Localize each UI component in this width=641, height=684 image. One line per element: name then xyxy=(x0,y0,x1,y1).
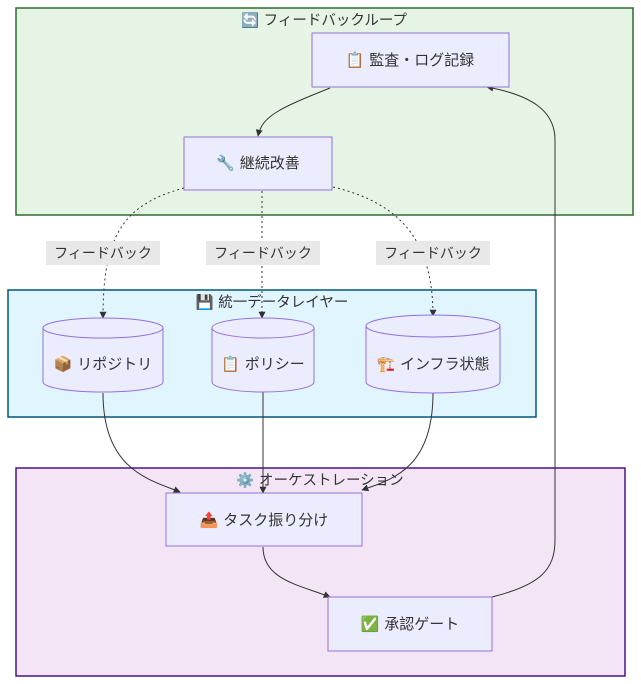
node-audit-log-label: 📋 監査・ログ記録 xyxy=(346,51,474,69)
edge-dispatch-to-approval xyxy=(262,546,331,598)
node-policy-label: 📋 ポリシー xyxy=(221,355,304,373)
node-audit-log[interactable]: 📋 監査・ログ記録 xyxy=(311,32,510,88)
node-task-dispatch[interactable]: 📤 タスク振り分け xyxy=(165,492,363,547)
edge-approval-to-audit xyxy=(486,84,556,598)
node-continuous-improvement-label: 🔧 継続改善 xyxy=(216,153,299,172)
node-repository[interactable]: 📦 リポジトリ xyxy=(42,317,164,393)
edge-audit-to-improve xyxy=(255,87,331,137)
edge-infra-to-dispatch xyxy=(361,392,434,492)
edge-label-to-repo-text: フィードバック xyxy=(54,246,152,262)
edges xyxy=(99,84,556,598)
node-infra-state[interactable]: 🏗️ インフラ状態 xyxy=(365,314,501,394)
node-continuous-improvement[interactable]: 🔧 継続改善 xyxy=(183,136,333,191)
edge-label-to-infra-text: フィードバック xyxy=(384,246,482,262)
edge-label-to-infra: フィードバック xyxy=(376,241,490,265)
edge-label-to-repo: フィードバック xyxy=(46,241,160,265)
cluster-feedback-loop-title: 🔄 フィードバックループ xyxy=(241,11,408,29)
node-infra-state-label: 🏗️ インフラ状態 xyxy=(377,355,490,373)
cluster-unified-data-layer-title: 💾 統一データレイヤー xyxy=(196,293,349,311)
edge-improve-to-repo xyxy=(99,187,185,319)
node-repository-label: 📦 リポジトリ xyxy=(54,355,152,373)
node-task-dispatch-label: 📤 タスク振り分け xyxy=(200,511,328,529)
edge-label-to-policy-text: フィードバック xyxy=(214,246,312,262)
cluster-orchestration-title: ⚙️ オーケストレーション xyxy=(236,471,403,489)
node-approval-gate-label: ✅ 承認ゲート xyxy=(361,615,459,633)
node-policy[interactable]: 📋 ポリシー xyxy=(211,317,315,393)
edge-repo-to-dispatch xyxy=(102,392,181,493)
edge-label-to-policy: フィードバック xyxy=(206,241,320,265)
node-approval-gate[interactable]: ✅ 承認ゲート xyxy=(327,596,493,652)
